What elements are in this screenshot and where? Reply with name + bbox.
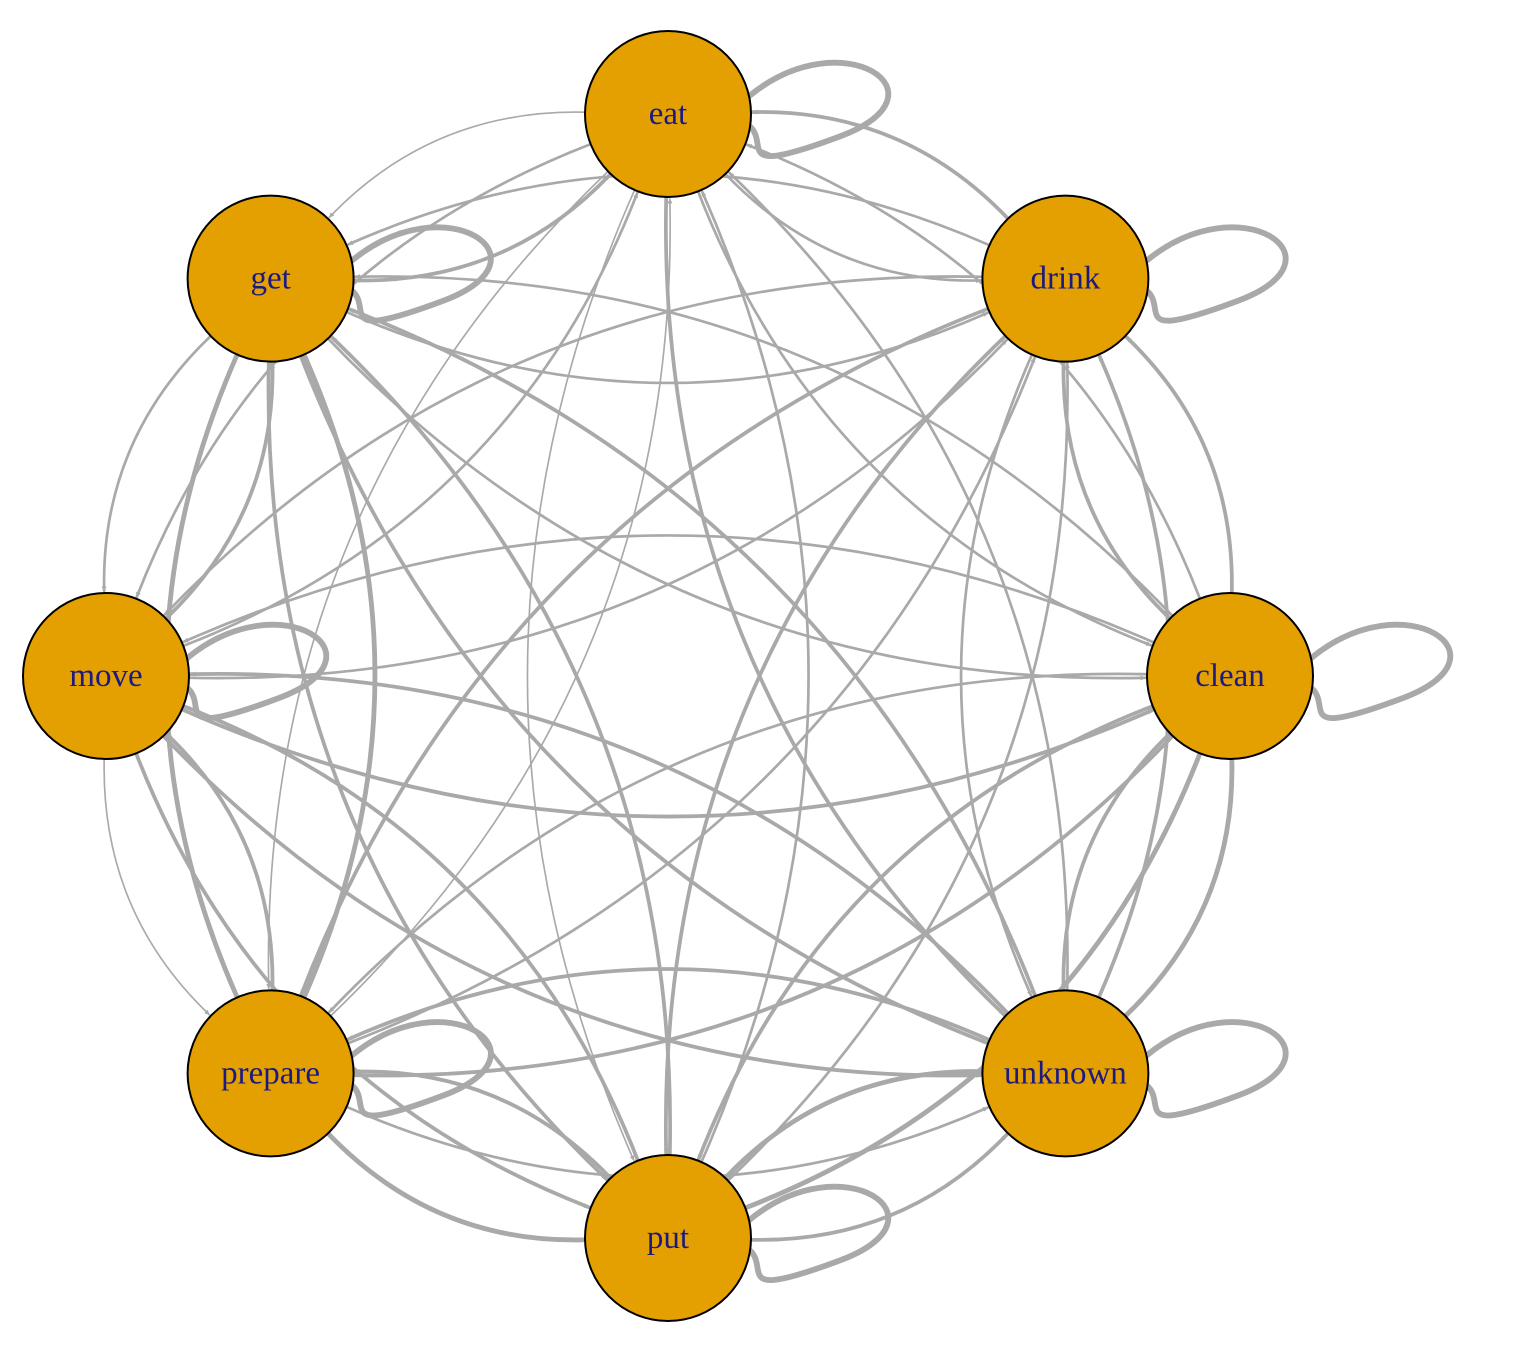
edge-move-to-unknown bbox=[161, 734, 983, 1078]
edge-clean-to-get bbox=[354, 274, 1174, 618]
edge-move-to-clean bbox=[180, 707, 1155, 819]
edge-unknown-to-unknown bbox=[1143, 1019, 1289, 1119]
edge-get-to-put bbox=[266, 359, 609, 1182]
node-prepare: prepare bbox=[186, 989, 355, 1158]
node-label-eat: eat bbox=[649, 96, 687, 132]
node-circle-move bbox=[22, 592, 190, 760]
edge-clean-to-move bbox=[182, 534, 1156, 644]
edge-eat-to-unknown bbox=[664, 195, 1006, 1017]
edge-move-to-get bbox=[164, 361, 276, 621]
node-circle-drink bbox=[981, 194, 1150, 363]
edge-clean-to-unknown bbox=[1060, 731, 1172, 991]
node-move: move bbox=[22, 592, 190, 760]
edge-get-to-eat bbox=[351, 173, 612, 283]
edge-move-to-drink bbox=[187, 338, 1008, 680]
edge-unknown-to-get bbox=[347, 307, 1038, 998]
node-label-clean: clean bbox=[1195, 658, 1265, 694]
edge-put-to-eat bbox=[700, 190, 810, 1164]
node-circle-clean bbox=[1146, 592, 1314, 760]
edge-prepare-to-clean bbox=[351, 735, 1174, 1078]
edge-prepare-to-drink bbox=[346, 356, 1036, 1045]
edge-get-to-move bbox=[101, 334, 212, 593]
node-label-prepare: prepare bbox=[221, 1055, 320, 1091]
edge-drink-to-eat bbox=[751, 109, 1010, 221]
node-eat: eat bbox=[584, 30, 752, 198]
node-label-get: get bbox=[250, 261, 290, 297]
edge-eat-to-prepare bbox=[266, 170, 609, 990]
edge-drink-to-drink bbox=[1143, 224, 1289, 324]
node-put: put bbox=[584, 1154, 752, 1322]
edge-get-to-get bbox=[349, 224, 494, 324]
edge-prepare-to-prepare bbox=[349, 1019, 494, 1119]
edge-clean-to-drink bbox=[1124, 335, 1234, 595]
edge-clean-to-prepare bbox=[328, 672, 1149, 1014]
edge-put-to-drink bbox=[726, 362, 1070, 1182]
node-get: get bbox=[186, 194, 355, 363]
node-circle-put bbox=[584, 1154, 752, 1322]
node-circle-get bbox=[186, 194, 355, 363]
node-label-move: move bbox=[69, 658, 142, 694]
edge-get-to-clean bbox=[326, 337, 1147, 681]
node-label-unknown: unknown bbox=[1004, 1055, 1127, 1091]
edge-drink-to-prepare bbox=[299, 306, 990, 997]
edge-prepare-to-put bbox=[325, 1130, 586, 1243]
edge-put-to-unknown bbox=[749, 1132, 1009, 1242]
edge-eat-to-eat bbox=[746, 59, 892, 159]
node-circle-eat bbox=[584, 30, 752, 198]
edge-eat-to-drink bbox=[724, 172, 982, 284]
edge-unknown-to-eat bbox=[728, 171, 1069, 992]
edge-put-to-prepare bbox=[353, 1068, 613, 1180]
edge-prepare-to-eat bbox=[329, 198, 673, 1017]
node-circle-unknown bbox=[981, 989, 1150, 1158]
node-clean: clean bbox=[1146, 592, 1314, 760]
edge-put-to-put bbox=[746, 1183, 892, 1283]
edge-put-to-get bbox=[330, 335, 672, 1157]
node-label-drink: drink bbox=[1031, 261, 1101, 297]
edge-unknown-to-clean bbox=[1122, 758, 1235, 1019]
edge-drink-to-put bbox=[663, 334, 1008, 1155]
edge-drink-to-move bbox=[163, 275, 984, 616]
edge-eat-to-get bbox=[328, 111, 586, 219]
edge-move-to-prepare bbox=[103, 758, 211, 1016]
edge-unknown-to-put bbox=[724, 1069, 985, 1179]
edge-get-to-unknown bbox=[298, 354, 989, 1045]
edge-eat-to-put bbox=[526, 189, 636, 1162]
edge-layer bbox=[101, 59, 1454, 1283]
edge-prepare-to-move bbox=[165, 732, 275, 993]
edge-drink-to-clean bbox=[1061, 359, 1171, 620]
node-drink: drink bbox=[981, 194, 1150, 363]
node-circle-prepare bbox=[186, 989, 355, 1158]
node-label-put: put bbox=[647, 1220, 689, 1256]
edge-unknown-to-move bbox=[189, 671, 1010, 1016]
edge-clean-to-clean bbox=[1308, 621, 1454, 721]
node-layer: eat drink clean unknown put prepare move get bbox=[22, 30, 1314, 1322]
node-unknown: unknown bbox=[981, 989, 1150, 1158]
